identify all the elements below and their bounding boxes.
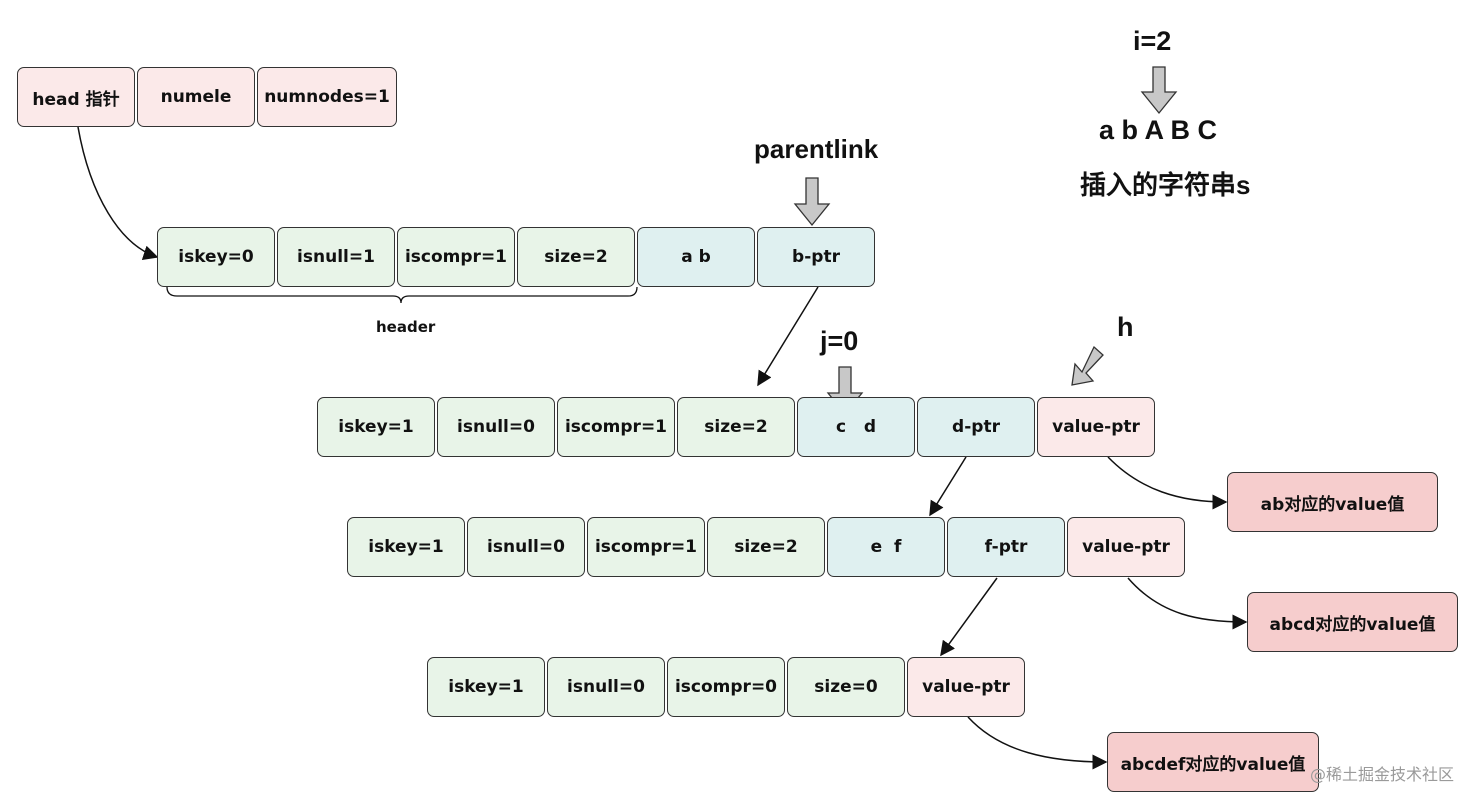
node1-iscompr: iscompr=1 xyxy=(397,227,515,287)
parentlink-down-arrow xyxy=(793,177,831,227)
node4-iscompr: iscompr=0 xyxy=(667,657,785,717)
node1-chars: a b xyxy=(637,227,755,287)
node1-iskey: iskey=0 xyxy=(157,227,275,287)
input-string-caption: 插入的字符串s xyxy=(1080,170,1251,200)
watermark: @稀土掘金技术社区 xyxy=(1309,765,1454,784)
node1-b-ptr: b-ptr xyxy=(757,227,875,287)
node3-chars: e f xyxy=(827,517,945,577)
value-ptr-arrow-abcd xyxy=(1127,577,1248,630)
i-index-label: i=2 xyxy=(1133,26,1172,56)
value-box-abcdef: abcdef对应的value值 xyxy=(1107,732,1319,792)
j-index-label: j=0 xyxy=(820,326,859,356)
h-diagonal-arrow xyxy=(1071,345,1104,386)
node4-isnull: isnull=0 xyxy=(547,657,665,717)
b-ptr-arrow xyxy=(757,286,819,387)
i-down-arrow xyxy=(1140,66,1178,115)
node3-isnull: isnull=0 xyxy=(467,517,585,577)
parentlink-label: parentlink xyxy=(754,134,879,164)
node4-size: size=0 xyxy=(787,657,905,717)
node2-isnull: isnull=0 xyxy=(437,397,555,457)
node2-iscompr: iscompr=1 xyxy=(557,397,675,457)
d-ptr-arrow xyxy=(929,456,967,517)
value-ptr-arrow-abcdef xyxy=(967,716,1108,770)
numele-cell: numele xyxy=(137,67,255,127)
node4-value-ptr: value-ptr xyxy=(907,657,1025,717)
node3-iskey: iskey=1 xyxy=(347,517,465,577)
value-box-ab: ab对应的value值 xyxy=(1227,472,1438,532)
node4-iskey: iskey=1 xyxy=(427,657,545,717)
header-label: header xyxy=(376,318,436,336)
numnodes-cell: numnodes=1 xyxy=(257,67,397,127)
node3-size: size=2 xyxy=(707,517,825,577)
h-label: h xyxy=(1117,312,1134,342)
header-brace xyxy=(166,286,638,304)
node2-value-ptr: value-ptr xyxy=(1037,397,1155,457)
node2-d-ptr: d-ptr xyxy=(917,397,1035,457)
node2-size: size=2 xyxy=(677,397,795,457)
head-pointer-arrow xyxy=(77,126,159,260)
node2-iskey: iskey=1 xyxy=(317,397,435,457)
head-pointer-cell: head 指针 xyxy=(17,67,135,127)
node3-f-ptr: f-ptr xyxy=(947,517,1065,577)
value-box-abcd: abcd对应的value值 xyxy=(1247,592,1458,652)
node1-size: size=2 xyxy=(517,227,635,287)
input-string-chars: a b A B C xyxy=(1099,115,1218,145)
f-ptr-arrow xyxy=(940,577,998,657)
node1-isnull: isnull=1 xyxy=(277,227,395,287)
node2-chars: c d xyxy=(797,397,915,457)
node3-value-ptr: value-ptr xyxy=(1067,517,1185,577)
node3-iscompr: iscompr=1 xyxy=(587,517,705,577)
value-ptr-arrow-ab xyxy=(1107,456,1228,510)
